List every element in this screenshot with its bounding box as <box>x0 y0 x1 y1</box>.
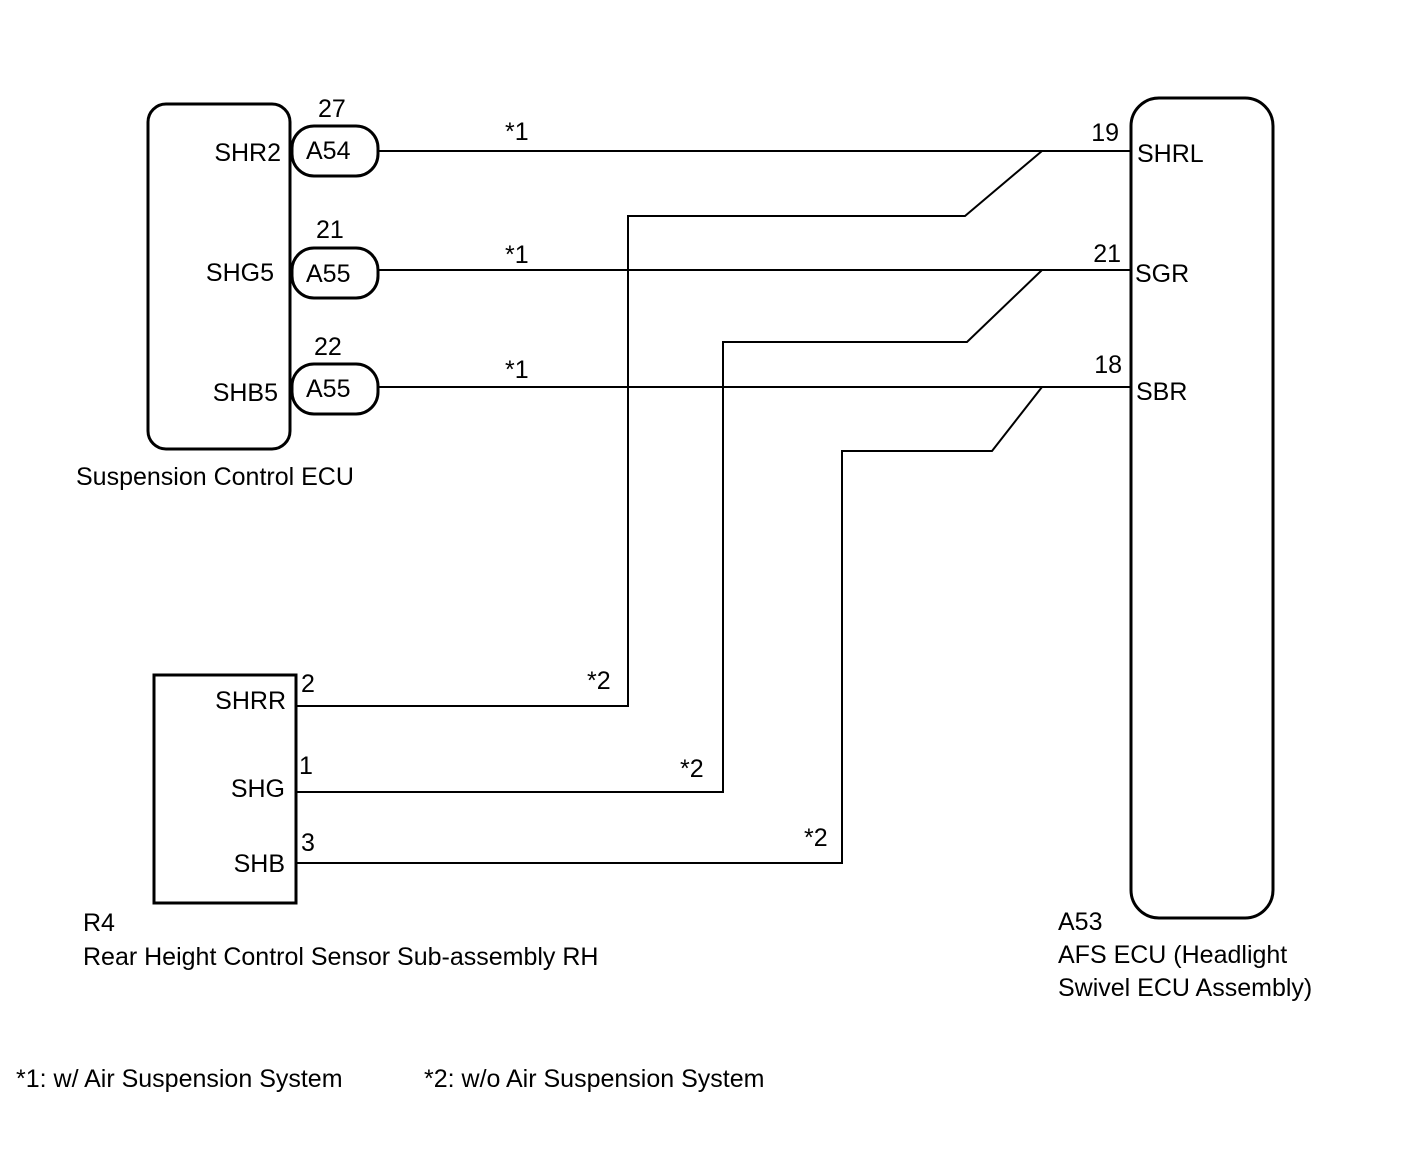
pin-number: 1 <box>299 752 313 780</box>
wire-note: *1 <box>505 356 529 384</box>
wire-note: *1 <box>505 241 529 269</box>
terminal-label: SHG5 <box>206 259 274 287</box>
sensor-code: R4 <box>83 909 115 937</box>
terminal-label: SGR <box>1135 260 1189 288</box>
terminal-label: SHG <box>231 775 285 803</box>
connector-a54 <box>290 124 380 178</box>
connector-label: A55 <box>306 260 350 288</box>
afs-ecu-title-line1: AFS ECU (Headlight <box>1058 941 1287 969</box>
terminal-label: SHR2 <box>214 139 281 167</box>
pin-number: 2 <box>301 670 315 698</box>
afs-ecu-code: A53 <box>1058 908 1102 936</box>
terminal-label: SHB5 <box>213 379 278 407</box>
wire-note: *1 <box>505 118 529 146</box>
pin-number: 22 <box>314 333 342 361</box>
pin-number: 3 <box>301 829 315 857</box>
terminal-label: SBR <box>1136 378 1187 406</box>
afs-ecu-title-line2: Swivel ECU Assembly) <box>1058 974 1312 1002</box>
connector-label: A54 <box>306 137 351 165</box>
wire-note: *2 <box>680 755 704 783</box>
sensor-title: Rear Height Control Sensor Sub-assembly … <box>83 943 599 971</box>
pin-number: 21 <box>316 216 344 244</box>
footnote-2: *2: w/o Air Suspension System <box>424 1065 764 1093</box>
wire-shb-sbr <box>296 386 1043 864</box>
connector-a55-shg5 <box>290 246 380 300</box>
wire-note: *2 <box>804 824 828 852</box>
pin-number: 21 <box>1093 240 1121 268</box>
wire-note: *2 <box>587 667 611 695</box>
footnote-1: *1: w/ Air Suspension System <box>16 1065 343 1093</box>
pin-number: 18 <box>1094 351 1122 379</box>
wire-shg-sgr <box>296 269 1043 793</box>
terminal-label: SHRR <box>215 687 286 715</box>
terminal-label: SHRL <box>1137 140 1204 168</box>
connector-a55-shb5 <box>290 362 380 416</box>
suspension-ecu-title: Suspension Control ECU <box>76 463 354 491</box>
wire-shrr-shrl <box>296 150 1043 707</box>
connector-label: A55 <box>306 375 350 403</box>
sensor-box <box>152 673 298 905</box>
afs-ecu-box <box>1129 96 1275 920</box>
pin-number: 27 <box>318 95 346 123</box>
pin-number: 19 <box>1091 119 1119 147</box>
suspension-ecu-box <box>146 102 292 451</box>
terminal-label: SHB <box>234 850 285 878</box>
